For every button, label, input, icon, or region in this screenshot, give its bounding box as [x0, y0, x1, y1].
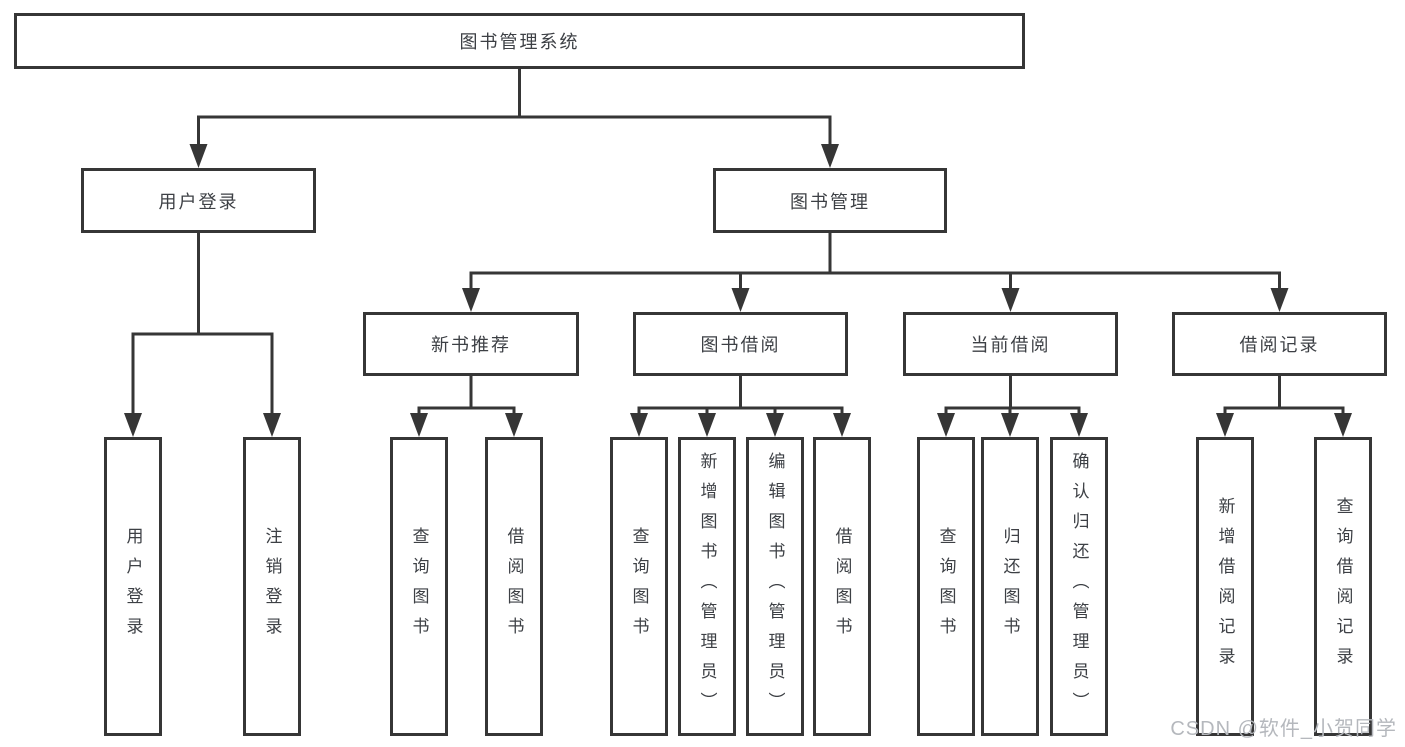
arrowhead: [1334, 413, 1352, 437]
node-leaf-bb-borrow: 借阅图书: [813, 437, 871, 736]
arrowhead: [410, 413, 428, 437]
node-leaf-nbr-borrow: 借阅图书: [485, 437, 543, 736]
node-label: 编辑图书（管理员）: [765, 451, 785, 722]
node-leaf-cb-return: 归还图书: [981, 437, 1039, 736]
node-user-login: 用户登录: [81, 168, 316, 233]
node-label: 用户登录: [123, 526, 143, 647]
node-current-borrow: 当前借阅: [903, 312, 1118, 376]
arrowhead: [731, 288, 750, 312]
node-label: 查询图书: [409, 526, 429, 647]
node-leaf-bb-edit: 编辑图书（管理员）: [746, 437, 804, 736]
node-label: 用户登录: [158, 191, 239, 212]
node-label: 确认归还（管理员）: [1069, 451, 1089, 722]
arrowhead: [698, 413, 716, 437]
node-leaf-nbr-query: 查询图书: [390, 437, 448, 736]
node-label: 图书管理系统: [459, 32, 580, 52]
node-leaf-bb-query: 查询图书: [610, 437, 668, 736]
node-label: 查询图书: [629, 526, 649, 647]
node-label: 图书管理: [790, 191, 870, 212]
node-leaf-br-query: 查询借阅记录: [1314, 437, 1372, 736]
arrowhead: [124, 413, 142, 437]
node-leaf-br-add: 新增借阅记录: [1196, 437, 1254, 736]
node-leaf-cb-query: 查询图书: [917, 437, 975, 736]
node-label: 注销登录: [262, 526, 282, 647]
node-label: 新增图书（管理员）: [697, 451, 717, 722]
node-label: 查询图书: [936, 526, 956, 647]
arrowhead: [189, 144, 208, 168]
arrowhead: [833, 413, 851, 437]
node-label: 图书借阅: [700, 335, 781, 355]
node-label: 归还图书: [1000, 526, 1020, 647]
node-label: 借阅图书: [832, 526, 852, 647]
node-root: 图书管理系统: [14, 13, 1025, 69]
node-leaf-cb-confirm: 确认归还（管理员）: [1050, 437, 1108, 736]
node-label: 借阅记录: [1239, 335, 1320, 355]
node-label: 查询借阅记录: [1333, 496, 1353, 677]
arrowhead: [766, 413, 784, 437]
arrowhead: [263, 413, 281, 437]
arrowhead: [462, 288, 480, 312]
arrowhead: [1001, 288, 1020, 312]
node-label: 当前借阅: [970, 335, 1051, 355]
arrowhead: [1001, 413, 1019, 437]
node-leaf-logout: 注销登录: [243, 437, 301, 736]
node-label: 新增借阅记录: [1215, 496, 1235, 677]
node-new-book-rec: 新书推荐: [363, 312, 579, 376]
arrowhead: [630, 413, 648, 437]
node-book-borrow: 图书借阅: [633, 312, 848, 376]
node-leaf-user-login: 用户登录: [104, 437, 162, 736]
node-label: 新书推荐: [431, 335, 511, 355]
arrowhead: [505, 413, 523, 437]
arrowhead: [937, 413, 955, 437]
node-borrow-records: 借阅记录: [1172, 312, 1387, 376]
node-leaf-bb-add: 新增图书（管理员）: [678, 437, 736, 736]
arrowhead: [1216, 413, 1234, 437]
node-book-mgmt: 图书管理: [713, 168, 947, 233]
arrowhead: [1270, 288, 1289, 312]
arrowhead: [1070, 413, 1088, 437]
arrowhead: [821, 144, 839, 168]
node-label: 借阅图书: [504, 526, 524, 647]
